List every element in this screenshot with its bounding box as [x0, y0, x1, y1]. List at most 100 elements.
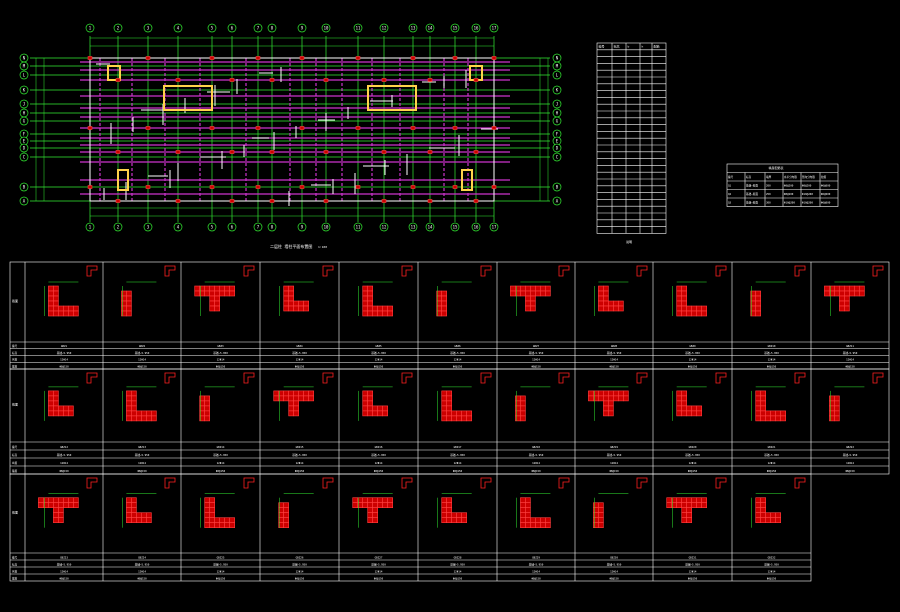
- section-cell: [844, 285, 850, 292]
- detail-stirrup: Φ8@150: [374, 576, 384, 580]
- detail-elevation: 基础~5.950: [529, 453, 544, 457]
- axis-label: 6: [231, 225, 234, 230]
- section-cell: [441, 502, 448, 509]
- axis-label: 3: [147, 26, 150, 31]
- section-cell: [446, 512, 453, 519]
- section-cell: [834, 415, 840, 422]
- section-cell: [372, 310, 379, 317]
- column-marker: [473, 150, 479, 154]
- column-section: [516, 477, 570, 529]
- section-cell: [131, 497, 137, 504]
- section-cell: [288, 295, 295, 302]
- section-cell: [686, 310, 693, 317]
- detail-elevation: 基础~5.950: [450, 351, 465, 355]
- axis-label: J: [23, 102, 25, 107]
- section-cell: [676, 390, 683, 397]
- legend-cell: 200: [766, 184, 771, 188]
- axis-bubble: [19, 182, 29, 192]
- section-cell: [219, 285, 225, 292]
- column-marker: [491, 185, 497, 189]
- section-cell: [126, 410, 132, 417]
- section-cell: [53, 285, 59, 292]
- axis-bubble: [552, 116, 562, 126]
- section-cell: [367, 507, 374, 514]
- detail-code: GBZ28: [454, 555, 462, 559]
- axis-bubble: [173, 222, 183, 232]
- detail-code: GBZ14: [217, 445, 225, 449]
- detail-elevation: 基础~5.950: [685, 562, 700, 566]
- section-cell: [681, 395, 688, 402]
- detail-rebar: 12Φ14: [138, 569, 146, 573]
- detail-stirrup: Φ8@150: [845, 469, 855, 473]
- section-cell: [68, 502, 74, 509]
- section-cell: [362, 285, 369, 292]
- section-cell: [760, 390, 767, 397]
- column-marker: [299, 185, 305, 189]
- legend-cell: Φ6@600: [821, 184, 831, 188]
- section-cell: [588, 390, 594, 397]
- section-cell: [283, 502, 290, 509]
- axis-label: 5: [211, 26, 214, 31]
- detail-row-label: 箍筋: [12, 364, 18, 368]
- detail-stirrup: Φ8@150: [216, 576, 226, 580]
- section-cell: [859, 290, 865, 297]
- section-cell: [48, 400, 54, 407]
- detail-code: GBZ26: [296, 555, 304, 559]
- section-cell: [209, 295, 215, 302]
- section-cell: [367, 310, 374, 317]
- detail-elevation: 基础~5.950: [607, 562, 622, 566]
- axis-label: K: [556, 88, 559, 93]
- section-cell: [441, 305, 448, 312]
- section-cell: [362, 497, 369, 504]
- detail-elevation: 基础~5.950: [57, 453, 72, 457]
- section-cell: [839, 285, 845, 292]
- key-plan: [164, 265, 176, 277]
- detail-stirrup: Φ8@150: [216, 469, 226, 473]
- section-cell: [598, 285, 604, 292]
- axis-label: 14: [428, 225, 433, 230]
- key-plan: [558, 477, 570, 489]
- column-section: [352, 477, 413, 528]
- axis-bubble: [489, 23, 499, 33]
- section-cell: [765, 512, 772, 519]
- section-cell: [63, 305, 69, 312]
- section-cell: [603, 305, 609, 312]
- section-cell: [293, 405, 300, 412]
- section-cell: [844, 305, 850, 312]
- section-cell: [451, 410, 458, 417]
- section-cell: [540, 522, 546, 529]
- key-plan: [636, 265, 648, 277]
- detail-rebar: 12Φ14: [532, 569, 540, 573]
- section-cell: [63, 310, 69, 317]
- detail-stirrup: Φ8@150: [609, 576, 619, 580]
- column-section: [122, 477, 176, 528]
- detail-code: GBZ11: [846, 344, 854, 348]
- section-cell: [681, 517, 688, 524]
- section-cell: [126, 390, 132, 397]
- section-cell: [362, 305, 369, 312]
- axis-bubble: [379, 23, 389, 33]
- section-cell: [775, 410, 782, 417]
- section-cell: [141, 415, 147, 422]
- detail-elevation: 基础~5.950: [135, 453, 150, 457]
- section-cell: [603, 290, 609, 297]
- section-cell: [126, 415, 132, 422]
- section-cell: [362, 410, 369, 417]
- detail-elevation: 基础~5.950: [764, 351, 779, 355]
- detail-code: GBZ22: [846, 445, 854, 449]
- detail-rebar: 12Φ14: [296, 569, 304, 573]
- column-section: [436, 265, 492, 317]
- section-cell: [362, 290, 369, 297]
- detail-code: GBZ16: [375, 445, 383, 449]
- column-marker: [255, 126, 261, 130]
- legend-border: [726, 163, 839, 207]
- section-cell: [131, 507, 137, 514]
- section-cell: [520, 502, 526, 509]
- section-cell: [520, 285, 526, 292]
- detail-stirrup: Φ8@150: [295, 364, 305, 368]
- section-cell: [686, 497, 693, 504]
- axis-bubble: [552, 143, 562, 153]
- axis-bubble: [552, 85, 562, 95]
- column-marker: [87, 126, 93, 130]
- column-marker: [381, 78, 387, 82]
